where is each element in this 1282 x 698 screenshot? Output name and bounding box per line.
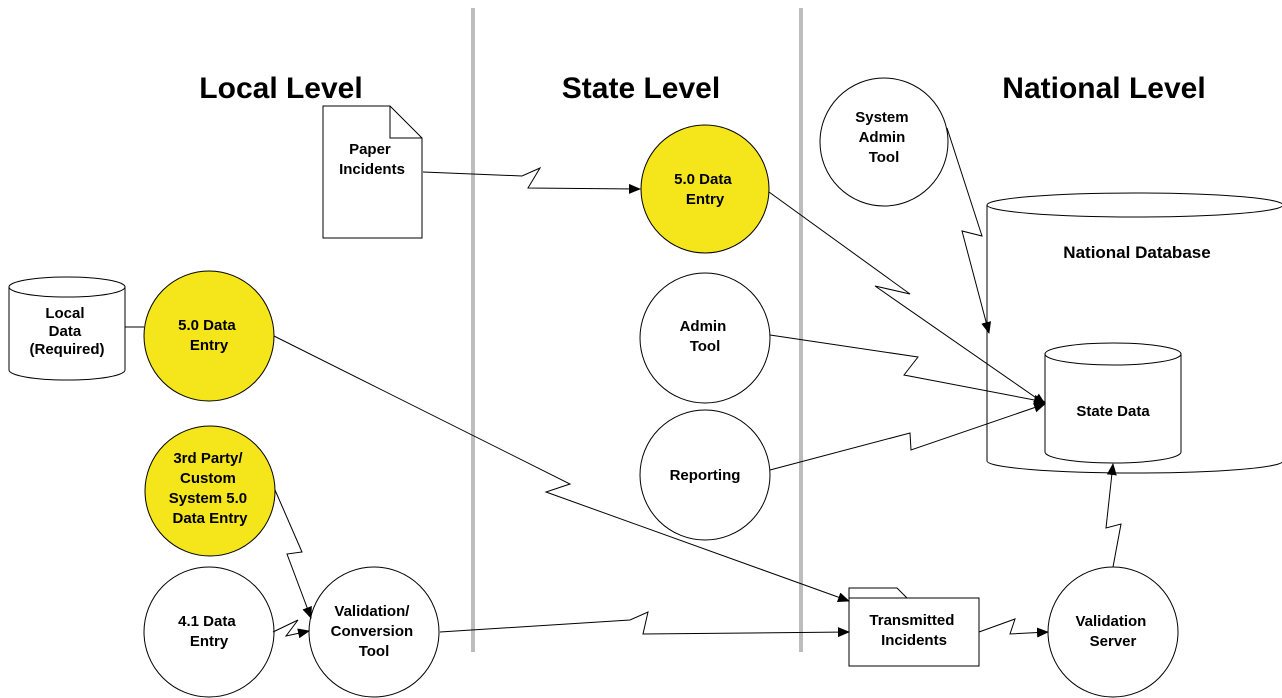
flow-41-entry-to-validation bbox=[272, 619, 310, 639]
local-data-label-1: Local bbox=[45, 305, 84, 322]
svg-text:Local Data (Requir: Local Data (Required) bbox=[30, 305, 105, 358]
svg-text:Reporting: Reporting bbox=[670, 467, 741, 484]
svg-text:5.0 Data Entry: 5.0 Data Entry bbox=[178, 317, 240, 354]
validation-conversion-label-2: Conversion bbox=[331, 623, 414, 640]
paper-incidents-document: Paper Incidents bbox=[322, 105, 423, 239]
level-header-state: State Level bbox=[562, 72, 720, 105]
svg-text:Paper Incidents: Paper Incidents bbox=[339, 141, 405, 178]
svg-text:Validation Server: Validation Server bbox=[1075, 613, 1150, 650]
svg-text:5.0 Data Entry: 5.0 Data Entry bbox=[674, 171, 736, 208]
system-admin-tool-process: System Admin Tool bbox=[819, 77, 949, 207]
level-header-national: National Level bbox=[1002, 72, 1205, 105]
third-party-label-4: Data Entry bbox=[172, 510, 248, 527]
local-data-label-2: Data bbox=[49, 323, 82, 340]
state-data-entry-process: 5.0 Data Entry bbox=[640, 124, 770, 254]
flow-reporting-to-state-data bbox=[769, 402, 1046, 471]
validation-conversion-label-3: Tool bbox=[359, 643, 390, 660]
third-party-label-1: 3rd Party/ bbox=[173, 450, 243, 467]
admin-tool-label-1: Admin bbox=[680, 318, 727, 335]
flow-validation-server-to-state-data bbox=[1105, 463, 1122, 568]
state-data-entry-label-2: Entry bbox=[686, 191, 725, 208]
reporting-label: Reporting bbox=[670, 467, 741, 484]
validation-conversion-label-1: Validation/ bbox=[334, 603, 410, 620]
state-data-cylinder: State Data bbox=[1044, 342, 1182, 464]
local-data-label-3: (Required) bbox=[30, 341, 105, 358]
admin-tool-label-2: Tool bbox=[690, 338, 721, 355]
flow-paper-to-state-entry bbox=[422, 166, 641, 194]
third-party-label-3: System 5.0 bbox=[169, 490, 247, 507]
system-admin-tool-label-3: Tool bbox=[869, 149, 900, 166]
local-data-cylinder: Local Data (Required) bbox=[8, 276, 126, 381]
paper-incidents-label-2: Incidents bbox=[339, 161, 405, 178]
svg-text:Transmitted Incidents: Transmitted Incidents bbox=[869, 612, 958, 649]
system-admin-tool-label-1: System bbox=[855, 109, 908, 126]
svg-text:3rd Party/ Custom: 3rd Party/ Custom System 5.0 Data Entry bbox=[169, 450, 252, 527]
validation-server-label-1: Validation bbox=[1075, 613, 1146, 630]
svg-text:Admin Tool: Admin Tool bbox=[680, 318, 731, 355]
national-database-label: National Database bbox=[1063, 243, 1210, 262]
local-data-entry-process: 5.0 Data Entry bbox=[143, 270, 275, 402]
level-header-local: Local Level bbox=[199, 72, 362, 105]
svg-text:State Data: State Data bbox=[1076, 403, 1150, 420]
third-party-label-2: Custom bbox=[180, 470, 236, 487]
svg-text:National Database: National Database bbox=[1063, 243, 1210, 262]
reporting-process: Reporting bbox=[639, 409, 771, 541]
state-data-entry-label-1: 5.0 Data bbox=[674, 171, 732, 188]
transmitted-incidents-label-1: Transmitted bbox=[869, 612, 954, 629]
paper-incidents-label-1: Paper bbox=[349, 141, 391, 158]
flow-system-admin-to-national-db bbox=[946, 127, 992, 334]
flow-transmitted-to-validation-server bbox=[978, 618, 1049, 638]
svg-text:Validation/ Conversion: Validation/ Conversion Tool bbox=[331, 603, 418, 660]
flow-admin-tool-to-state-data bbox=[769, 334, 1046, 405]
state-data-label: State Data bbox=[1076, 403, 1150, 420]
validation-server-label-2: Server bbox=[1090, 633, 1137, 650]
admin-tool-process: Admin Tool bbox=[639, 272, 771, 404]
data-entry-41-label-2: Entry bbox=[190, 633, 229, 650]
data-entry-41-label-1: 4.1 Data bbox=[178, 613, 236, 630]
data-entry-41-process: 4.1 Data Entry bbox=[143, 566, 275, 698]
flow-third-party-to-validation bbox=[274, 489, 312, 619]
validation-conversion-tool-process: Validation/ Conversion Tool bbox=[308, 566, 440, 698]
flow-local-entry-to-transmitted bbox=[273, 335, 850, 602]
local-data-entry-label-2: Entry bbox=[190, 337, 229, 354]
transmitted-incidents-label-2: Incidents bbox=[881, 632, 947, 649]
flow-validation-to-transmitted bbox=[439, 611, 850, 638]
svg-text:4.1 Data Entry: 4.1 Data Entry bbox=[178, 613, 240, 650]
third-party-data-entry-process: 3rd Party/ Custom System 5.0 Data Entry bbox=[144, 425, 276, 557]
transmitted-incidents-folder: Transmitted Incidents bbox=[848, 587, 980, 667]
system-admin-tool-label-2: Admin bbox=[859, 129, 906, 146]
svg-text:System Admin Tool: System Admin Tool bbox=[855, 109, 913, 166]
validation-server-process: Validation Server bbox=[1047, 566, 1179, 698]
local-data-entry-label-1: 5.0 Data bbox=[178, 317, 236, 334]
flow-state-entry-to-state-data bbox=[768, 191, 1046, 405]
